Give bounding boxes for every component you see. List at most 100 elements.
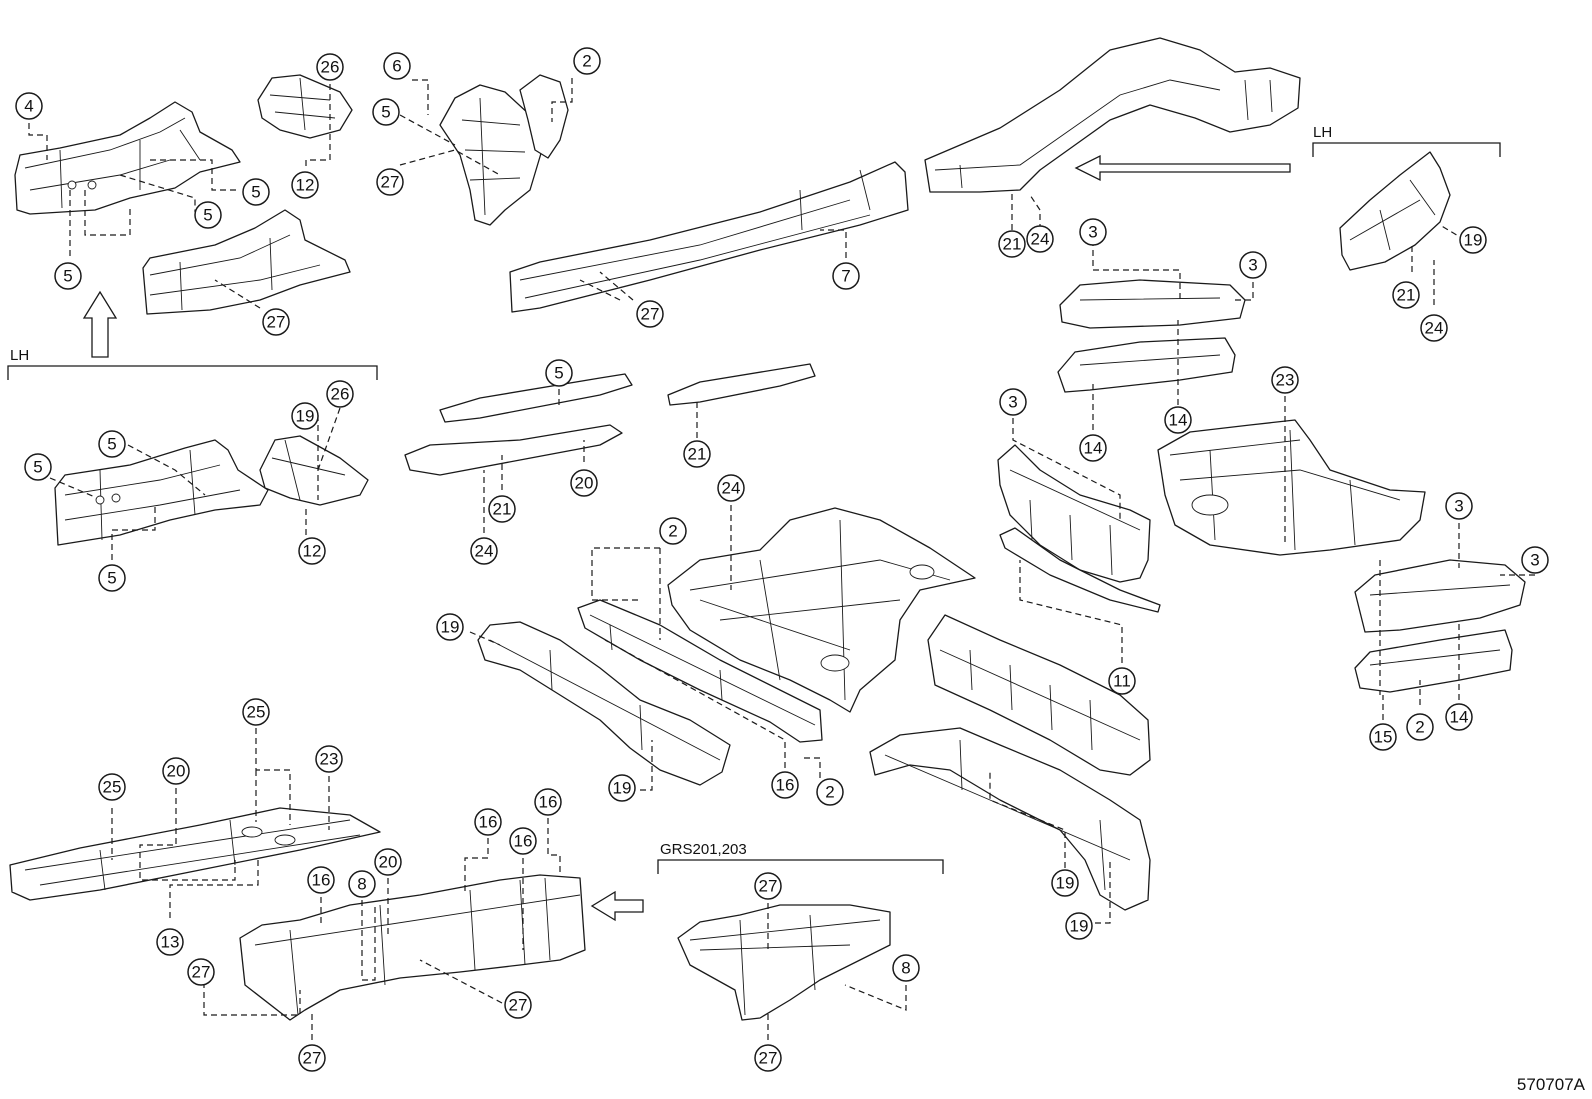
callout-3: 3: [1079, 218, 1107, 246]
svg-text:2: 2: [582, 52, 591, 71]
svg-text:6: 6: [392, 57, 401, 76]
svg-text:27: 27: [267, 313, 286, 332]
callout-3: 3: [1445, 492, 1473, 520]
svg-text:2: 2: [825, 783, 834, 802]
callout-5: 5: [54, 262, 82, 290]
lh-quarter-inner: [1339, 151, 1451, 271]
svg-text:27: 27: [759, 1049, 778, 1068]
svg-text:21: 21: [1397, 286, 1416, 305]
callout-23: 23: [315, 745, 343, 773]
callout-20: 20: [162, 757, 190, 785]
callout-21: 21: [1392, 281, 1420, 309]
svg-text:11: 11: [1113, 672, 1131, 691]
floor-side-member-rails: [404, 363, 816, 476]
svg-text:25: 25: [103, 778, 122, 797]
svg-text:19: 19: [1070, 917, 1089, 936]
diagram-id-label: 570707A: [1517, 1075, 1586, 1094]
callout-24: 24: [1420, 314, 1448, 342]
svg-text:24: 24: [1425, 319, 1444, 338]
callout-16: 16: [474, 808, 502, 836]
svg-text:4: 4: [24, 97, 33, 116]
callout-23: 23: [1271, 366, 1299, 394]
rocker-panel-inner: [509, 161, 909, 313]
callout-27: 27: [754, 1044, 782, 1072]
callout-2: 2: [1406, 713, 1434, 741]
callout-27: 27: [262, 308, 290, 336]
callout-26: 26: [326, 380, 354, 408]
svg-text:5: 5: [63, 267, 72, 286]
svg-text:27: 27: [303, 1049, 322, 1068]
callout-16: 16: [307, 866, 335, 894]
callout-5: 5: [194, 201, 222, 229]
svg-text:19: 19: [441, 618, 460, 637]
svg-text:20: 20: [379, 853, 398, 872]
callout-19: 19: [1065, 912, 1093, 940]
svg-text:2: 2: [1415, 718, 1424, 737]
cowl-side-panel: [439, 74, 569, 226]
bracket-variant: [657, 859, 944, 874]
svg-text:23: 23: [1276, 371, 1295, 390]
svg-text:7: 7: [841, 267, 850, 286]
svg-text:26: 26: [331, 385, 350, 404]
callout-7: 7: [832, 262, 860, 290]
front-side-member-upper: [14, 101, 241, 215]
svg-text:14: 14: [1169, 411, 1188, 430]
svg-text:27: 27: [192, 963, 211, 982]
front-apron-upper: [257, 74, 353, 139]
callout-27: 27: [298, 1044, 326, 1072]
callout-2: 2: [816, 778, 844, 806]
svg-text:25: 25: [247, 703, 266, 722]
svg-text:19: 19: [296, 407, 315, 426]
svg-text:23: 23: [320, 750, 339, 769]
group-brackets: [7, 142, 1501, 874]
svg-text:5: 5: [33, 458, 42, 477]
svg-text:15: 15: [1374, 728, 1393, 747]
callout-5: 5: [372, 98, 400, 126]
svg-text:3: 3: [1530, 551, 1539, 570]
callout-19: 19: [1459, 226, 1487, 254]
svg-text:27: 27: [759, 877, 778, 896]
svg-text:16: 16: [539, 793, 558, 812]
callout-14: 14: [1079, 434, 1107, 462]
callout-20: 20: [570, 469, 598, 497]
callout-6: 6: [383, 52, 411, 80]
group-label-variant: GRS201,203: [660, 841, 747, 858]
arrow-up-lh-front: [82, 290, 118, 358]
svg-text:21: 21: [1003, 235, 1022, 254]
svg-text:12: 12: [296, 176, 315, 195]
callout-2: 2: [659, 517, 687, 545]
callout-8: 8: [892, 954, 920, 982]
callout-24: 24: [717, 474, 745, 502]
svg-text:16: 16: [312, 871, 331, 890]
svg-text:27: 27: [641, 305, 660, 324]
svg-text:21: 21: [688, 445, 707, 464]
callout-3: 3: [999, 388, 1027, 416]
callout-27: 27: [376, 168, 404, 196]
callout-24: 24: [470, 537, 498, 565]
front-floor-panel-lower: [9, 807, 381, 901]
callout-19: 19: [608, 774, 636, 802]
svg-text:8: 8: [901, 959, 910, 978]
rear-crossmember: [997, 444, 1161, 613]
svg-text:5: 5: [554, 364, 563, 383]
svg-text:5: 5: [107, 435, 116, 454]
svg-text:16: 16: [479, 813, 498, 832]
callout-14: 14: [1445, 703, 1473, 731]
callout-25: 25: [242, 698, 270, 726]
callout-20: 20: [374, 848, 402, 876]
svg-text:3: 3: [1248, 256, 1257, 275]
svg-text:14: 14: [1084, 439, 1103, 458]
svg-text:12: 12: [303, 542, 322, 561]
svg-text:20: 20: [167, 762, 186, 781]
callout-5: 5: [545, 359, 573, 387]
svg-text:16: 16: [776, 776, 795, 795]
variant-tunnel-part: [677, 904, 891, 1021]
callout-16: 16: [534, 788, 562, 816]
callout-3: 3: [1239, 251, 1267, 279]
bracket-lh-front: [7, 365, 378, 380]
svg-text:16: 16: [514, 832, 533, 851]
svg-text:5: 5: [203, 206, 212, 225]
callout-16: 16: [509, 827, 537, 855]
svg-text:3: 3: [1088, 223, 1097, 242]
